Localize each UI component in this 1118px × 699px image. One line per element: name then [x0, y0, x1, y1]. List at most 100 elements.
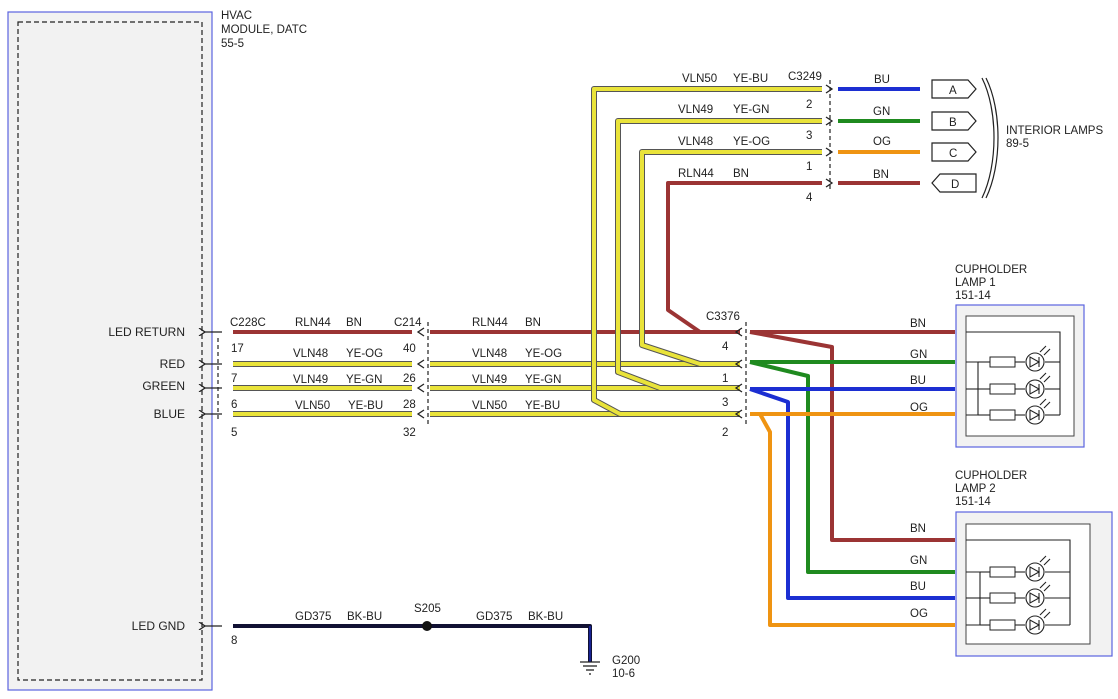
signal-led-gnd: LED GND — [132, 619, 186, 633]
circuit-label: RLN44 — [472, 317, 508, 329]
c228c-pin-5: 5 — [231, 427, 237, 439]
cupholder-lamp-2-ref: 151-14 — [955, 496, 991, 508]
wire-color-label: YE-GN — [346, 374, 382, 386]
hvac-ref: 55-5 — [221, 38, 244, 50]
cupholder-lamp-1-ref: 151-14 — [955, 290, 991, 302]
lamp-1-resistors — [989, 356, 1016, 421]
c3376-label: C3376 — [706, 311, 740, 323]
splice-s205-dot — [422, 621, 432, 631]
wire-color-label: BN — [910, 523, 926, 535]
wire-color-label: BN — [346, 317, 362, 329]
wire-color-label: YE-BU — [525, 400, 560, 412]
c228c-pin-6: 6 — [231, 399, 237, 411]
connector-c3249 — [825, 80, 834, 192]
wire-bu-branch — [749, 87, 955, 600]
c214-label: C214 — [394, 317, 422, 329]
wire-color-label: BU — [910, 581, 926, 593]
c228c-pin-17: 17 — [231, 343, 244, 355]
ground-g200-ref: 10-6 — [612, 668, 635, 680]
circuit-label: VLN49 — [678, 104, 713, 116]
interior-lamps-pins — [931, 79, 977, 193]
interior-lamps-ref: 89-5 — [1006, 138, 1029, 150]
wire-color-label: BN — [910, 318, 926, 330]
interior-pin-d: D — [951, 179, 959, 191]
ground-g200-symbol — [580, 661, 600, 675]
signal-blue: BLUE — [154, 407, 185, 421]
circuit-label: VLN50 — [472, 400, 507, 412]
lamp-1-circuit — [966, 331, 1061, 416]
circuit-label: VLN49 — [293, 374, 328, 386]
wire-color-label: BK-BU — [528, 611, 563, 623]
c214-pin-40: 40 — [403, 343, 416, 355]
wire-color-label: YE-OG — [525, 348, 562, 360]
lamp-2-resistors — [989, 566, 1016, 631]
interior-lamps-title: INTERIOR LAMPS — [1006, 125, 1103, 137]
signal-led-return: LED RETURN — [108, 325, 185, 339]
c3249-label: C3249 — [788, 71, 822, 83]
connector-c214 — [416, 322, 429, 424]
lamp-1-leds — [1025, 345, 1051, 425]
signal-green: GREEN — [142, 379, 185, 393]
hvac-module — [7, 11, 213, 691]
hvac-title-line2: MODULE, DATC — [221, 24, 307, 36]
wire-color-label: GN — [873, 106, 890, 118]
wire-color-label: YE-OG — [346, 348, 383, 360]
circuit-label: VLN49 — [472, 374, 507, 386]
wire-color-label: BK-BU — [347, 611, 382, 623]
circuit-label: GD375 — [476, 611, 512, 623]
c3249-pin-4: 4 — [806, 192, 813, 204]
circuit-label: VLN48 — [472, 348, 507, 360]
wire-vln50 — [233, 86, 822, 417]
cupholder-lamp-1-title-2: LAMP 1 — [955, 277, 996, 289]
circuit-label: VLN50 — [682, 73, 717, 85]
c228c-pin-7: 7 — [231, 373, 237, 385]
wire-color-label: BU — [874, 74, 890, 86]
c214-pin-28: 28 — [403, 399, 416, 411]
connector-c228c — [204, 332, 222, 626]
c3376-pin-3: 3 — [722, 397, 728, 409]
lamp-2-leds — [1025, 555, 1051, 635]
c228c-label: C228C — [230, 317, 266, 329]
wire-color-label: YE-GN — [733, 104, 769, 116]
wire-color-label: BU — [910, 375, 926, 387]
cupholder-lamp-1 — [955, 304, 1085, 448]
cupholder-lamp-2 — [955, 511, 1113, 657]
c3249-pin-3: 3 — [806, 130, 812, 142]
interior-pin-b: B — [949, 117, 957, 129]
wire-vln49 — [233, 118, 822, 391]
splice-s205-label: S205 — [414, 603, 441, 615]
interior-pin-a: A — [949, 85, 957, 97]
c3376-pin-4: 4 — [722, 341, 729, 353]
wire-color-label: OG — [910, 402, 928, 414]
c214-pin-32: 32 — [403, 427, 416, 439]
wire-color-label: YE-GN — [525, 374, 561, 386]
signal-red: RED — [160, 357, 186, 371]
wire-color-label: GN — [910, 349, 927, 361]
cupholder-lamp-2-title: CUPHOLDER — [955, 470, 1027, 482]
wire-color-label: BN — [733, 168, 749, 180]
circuit-label: GD375 — [295, 611, 331, 623]
circuit-label: VLN48 — [293, 348, 328, 360]
wire-gn-branch — [749, 119, 955, 574]
c214-pin-26: 26 — [403, 373, 416, 385]
wire-og-branch — [750, 150, 955, 627]
wire-vln48 — [233, 149, 822, 367]
c228c-pin-8: 8 — [231, 635, 237, 647]
wire-color-label: YE-BU — [733, 73, 768, 85]
wire-color-label: OG — [910, 608, 928, 620]
circuit-label: VLN50 — [295, 400, 330, 412]
hvac-title-line1: HVAC — [221, 10, 252, 22]
c3376-pin-1: 1 — [722, 373, 728, 385]
c3249-pin-2: 2 — [806, 99, 812, 111]
ground-g200-label: G200 — [612, 655, 640, 667]
circuit-label: VLN48 — [678, 136, 713, 148]
wire-color-label: YE-OG — [733, 136, 770, 148]
wire-color-label: YE-BU — [348, 400, 383, 412]
wire-gd375 — [233, 624, 592, 662]
wire-color-label: BN — [873, 169, 889, 181]
connector-c3376 — [734, 322, 747, 424]
wire-color-label: GN — [910, 555, 927, 567]
c3249-pin-1: 1 — [806, 161, 812, 173]
circuit-label: RLN44 — [678, 168, 714, 180]
